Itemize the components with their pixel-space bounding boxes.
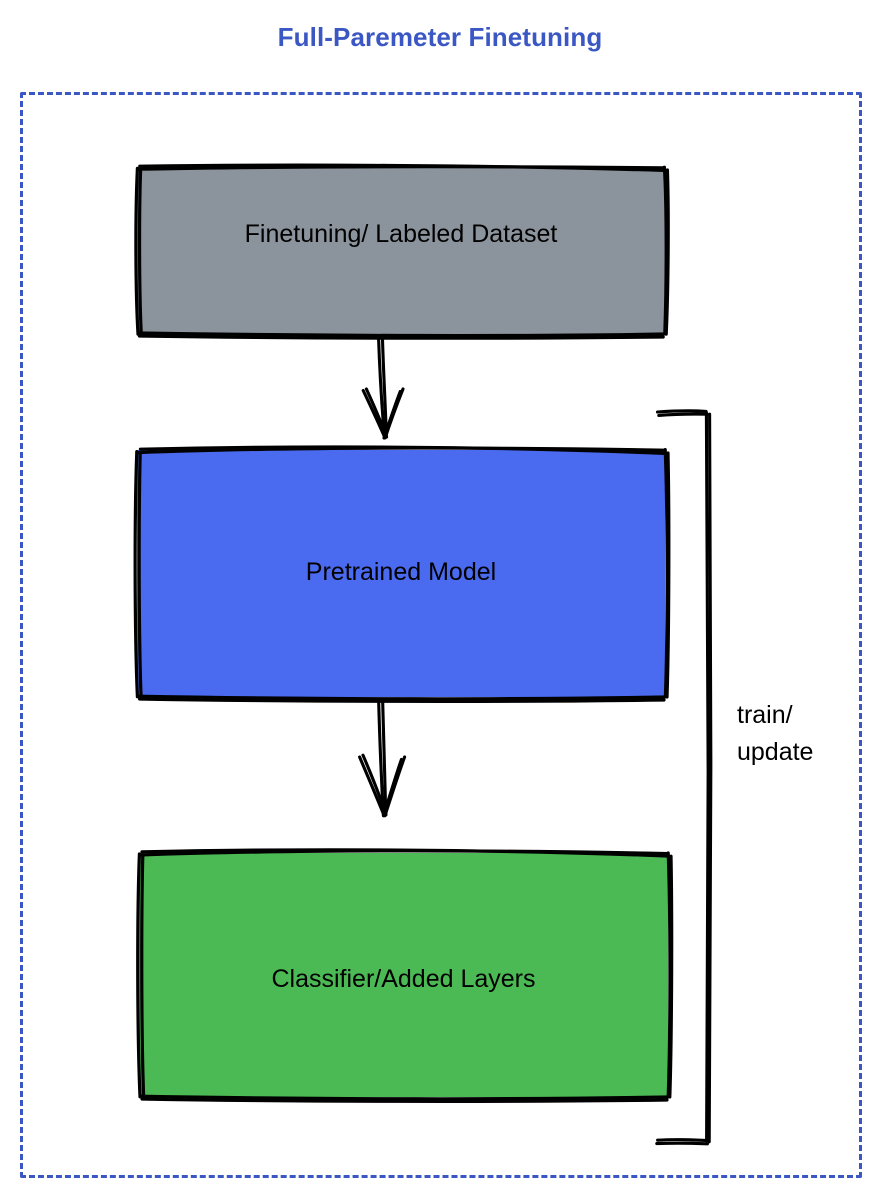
- node-classifier-label: Classifier/Added Layers: [271, 965, 536, 993]
- node-classifier-fill: [139, 853, 668, 1097]
- node-dataset-fill: [137, 168, 665, 334]
- feedback-loop-label: train/ update: [737, 697, 813, 771]
- node-classifier[interactable]: Classifier/Added Layers: [136, 848, 674, 1103]
- feedback-loop-label-line1: train/: [737, 701, 793, 729]
- page-title: Full-Paremeter Finetuning: [277, 22, 603, 52]
- diagram-frame: [20, 92, 862, 1178]
- node-pretrained-label: Pretrained Model: [305, 558, 497, 586]
- node-dataset[interactable]: Finetuning/ Labeled Dataset: [134, 163, 670, 340]
- node-pretrained-fill: [137, 450, 665, 697]
- node-pretrained[interactable]: Pretrained Model: [133, 445, 671, 703]
- feedback-loop-label-line2: update: [737, 738, 814, 766]
- node-dataset-label: Finetuning/ Labeled Dataset: [244, 220, 558, 248]
